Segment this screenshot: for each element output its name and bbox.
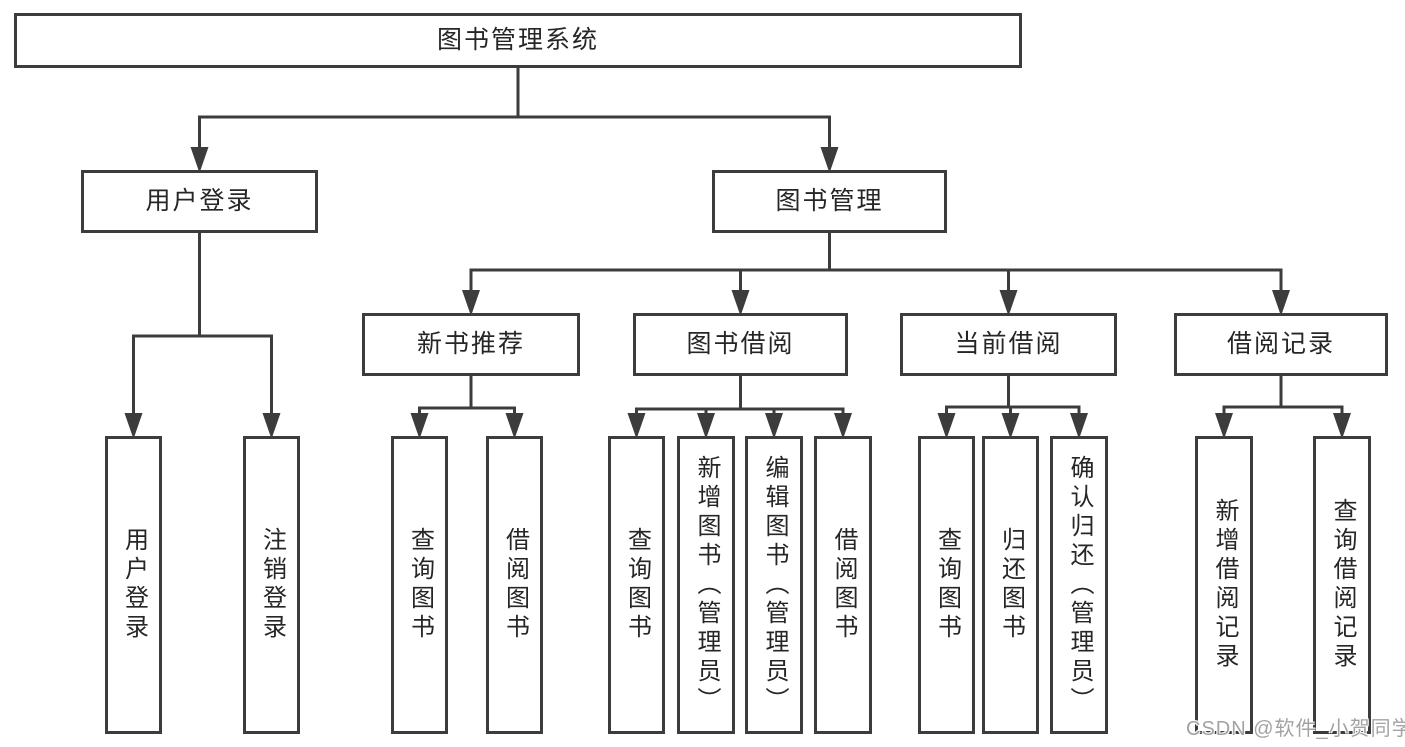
node-label-v-user-login: 用户登录: [120, 527, 148, 643]
node-v-query-borrow-record: 查询借阅记录: [1313, 436, 1371, 734]
node-root: 图书管理系统: [14, 13, 1022, 68]
node-label-v-borrow-book-1: 借阅图书: [501, 527, 529, 643]
node-label-borrow-record: 借阅记录: [1226, 330, 1335, 358]
node-label-root: 图书管理系统: [436, 26, 599, 54]
node-current-borrow: 当前借阅: [900, 313, 1117, 376]
node-v-logout: 注销登录: [243, 436, 300, 734]
node-label-book-mgmt: 图书管理: [775, 187, 884, 215]
node-label-book-borrow: 图书借阅: [686, 330, 795, 358]
node-v-query-book-2: 查询图书: [608, 436, 665, 734]
node-v-add-borrow-record: 新增借阅记录: [1195, 436, 1253, 734]
node-label-v-borrow-book-2: 借阅图书: [830, 527, 857, 643]
node-label-v-logout: 注销登录: [258, 527, 286, 643]
arrowhead-icon: [190, 147, 209, 173]
node-label-new-book-rec: 新书推荐: [416, 330, 525, 358]
node-label-v-query-book-2: 查询图书: [623, 527, 651, 643]
arrowhead-icon: [1070, 413, 1088, 439]
node-v-query-book-1: 查询图书: [391, 436, 448, 734]
arrowhead-icon: [462, 290, 480, 316]
node-book-mgmt: 图书管理: [712, 170, 947, 233]
node-v-user-login: 用户登录: [105, 436, 162, 734]
node-v-borrow-book-1: 借阅图书: [486, 436, 543, 734]
arrowhead-icon: [410, 413, 429, 439]
arrowhead-icon: [262, 413, 281, 439]
node-new-book-rec: 新书推荐: [362, 313, 580, 376]
node-label-v-add-borrow-record: 新增借阅记录: [1211, 498, 1238, 672]
node-label-v-edit-book: 编辑图书（管理员）: [761, 454, 788, 716]
arrowhead-icon: [1333, 413, 1351, 439]
watermark: CSDN @软件_小贺同学: [1186, 718, 1405, 740]
node-user-login: 用户登录: [81, 170, 318, 233]
node-v-confirm-return: 确认归还（管理员）: [1050, 436, 1108, 734]
node-label-current-borrow: 当前借阅: [954, 330, 1063, 358]
arrowhead-icon: [124, 413, 143, 439]
node-book-borrow: 图书借阅: [633, 313, 848, 376]
node-v-return-book: 归还图书: [982, 436, 1039, 734]
node-label-user-login: 用户登录: [145, 187, 254, 215]
node-label-v-return-book: 归还图书: [997, 527, 1025, 643]
arrowhead-icon: [697, 413, 715, 439]
node-label-v-query-book-3: 查询图书: [933, 527, 961, 643]
node-label-v-confirm-return: 确认归还（管理员）: [1066, 454, 1093, 716]
arrowhead-icon: [1001, 413, 1020, 439]
arrowhead-icon: [820, 147, 839, 173]
node-v-edit-book: 编辑图书（管理员）: [745, 436, 803, 734]
arrowhead-icon: [505, 413, 524, 439]
arrowhead-icon: [1272, 290, 1290, 316]
node-label-v-query-book-1: 查询图书: [406, 527, 434, 643]
node-label-v-query-borrow-record: 查询借阅记录: [1329, 498, 1356, 672]
arrowhead-icon: [731, 290, 750, 316]
arrowhead-icon: [999, 290, 1018, 316]
arrowhead-icon: [627, 413, 646, 439]
arrowhead-icon: [1215, 413, 1233, 439]
node-label-v-add-book: 新增图书（管理员）: [693, 454, 720, 716]
arrowhead-icon: [834, 413, 852, 439]
node-v-query-book-3: 查询图书: [918, 436, 975, 734]
arrowhead-icon: [765, 413, 783, 439]
arrowhead-icon: [937, 413, 956, 439]
node-v-add-book: 新增图书（管理员）: [677, 436, 735, 734]
node-borrow-record: 借阅记录: [1174, 313, 1388, 376]
node-v-borrow-book-2: 借阅图书: [814, 436, 872, 734]
